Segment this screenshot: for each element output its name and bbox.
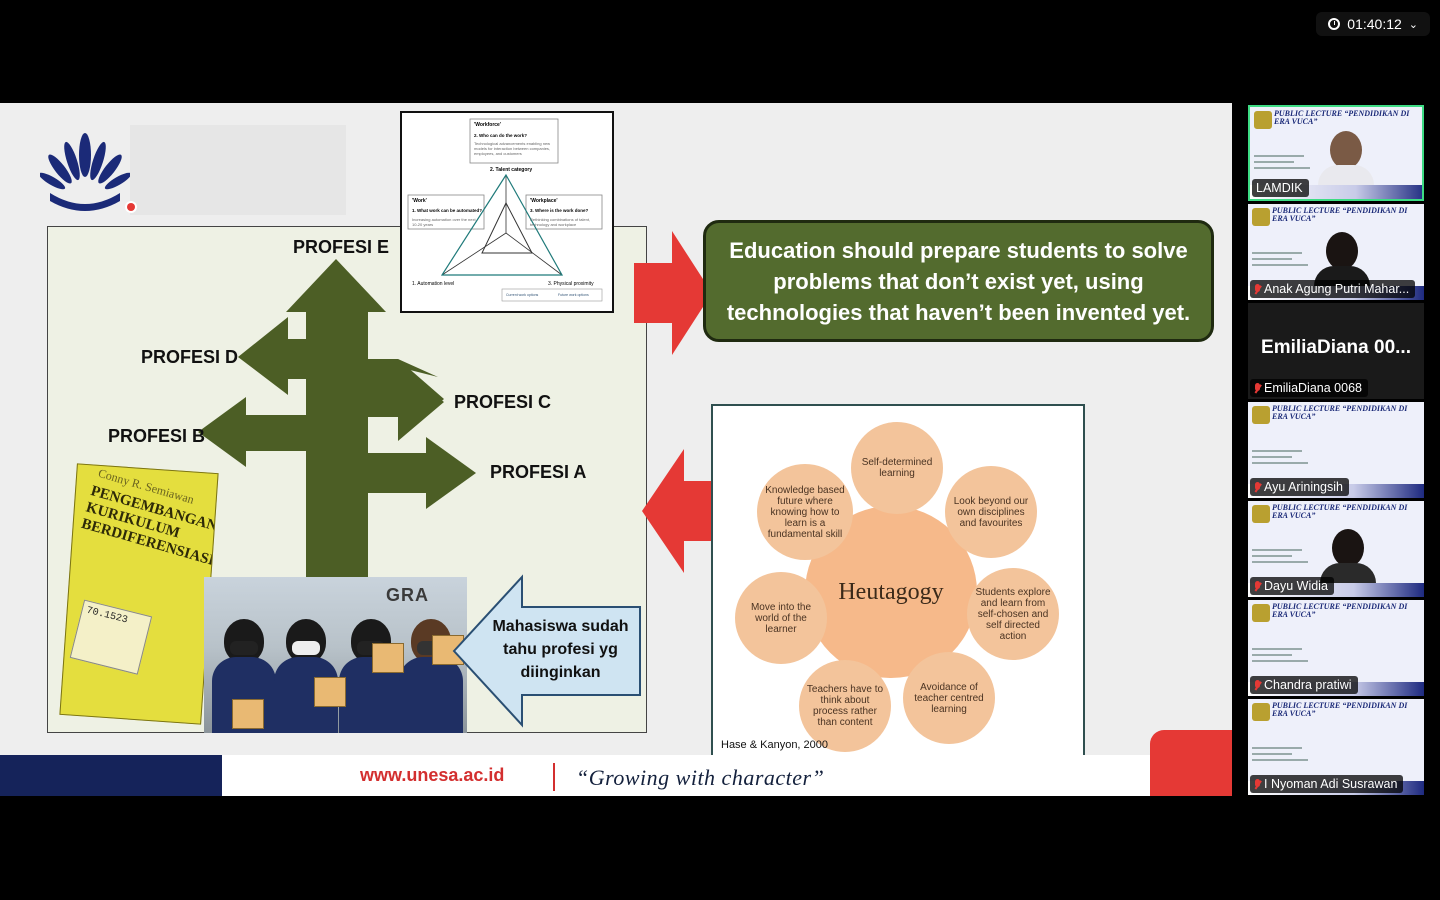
pointer-dot [127, 203, 135, 211]
event-banner-text: PUBLIC LECTURE “PENDIDIKAN DI ERA VUCA” [1272, 206, 1408, 223]
banner-details [1252, 743, 1312, 765]
workforce-question: 2. Who can do the work? [474, 133, 528, 138]
work-title: 'Work' [412, 198, 427, 204]
label-profesi-a: PROFESI A [490, 462, 587, 482]
heutagogy-item: Move into the world of the learner [735, 572, 827, 664]
participant-tile-lamdik[interactable]: PUBLIC LECTURE “PENDIDIKAN DI ERA VUCA” … [1248, 105, 1424, 201]
banner-details [1254, 151, 1314, 173]
label-profesi-e: PROFESI E [293, 237, 390, 257]
book-cover-image: Conny R. Semiawan PENGEMBANGAN KURIKULUM… [59, 463, 219, 725]
participant-tile-emiliadiana[interactable]: EmiliaDiana 00... EmiliaDiana 0068 [1248, 303, 1424, 399]
event-banner-text: PUBLIC LECTURE “PENDIDIKAN DI ERA VUCA” [1272, 602, 1408, 619]
label-profesi-d: PROFESI D [141, 347, 239, 367]
mic-off-icon [1254, 679, 1261, 691]
heutagogy-item: Self-determined learning [851, 422, 943, 514]
participant-gallery: PUBLIC LECTURE “PENDIDIKAN DI ERA VUCA” … [1248, 105, 1424, 798]
held-book [232, 699, 264, 729]
participant-name: I Nyoman Adi Susrawan [1250, 775, 1404, 793]
footer-divider [553, 763, 555, 791]
slide-footer-accent [1150, 730, 1232, 796]
slide-blank-area [130, 125, 346, 215]
banner-details [1252, 644, 1312, 666]
event-logo [1252, 703, 1270, 721]
workplace-desc: Rethinking combinations of talent, techn… [530, 217, 591, 227]
axis-automation-label: 1. Automation level [412, 281, 455, 287]
photo-sign: GRA [386, 585, 429, 605]
students-photo: GRA [204, 577, 467, 733]
participant-tile-ayu[interactable]: PUBLIC LECTURE “PENDIDIKAN DI ERA VUCA” … [1248, 402, 1424, 498]
blue-left-arrow [452, 574, 641, 728]
talent-triangle-chart: 'Workforce' 2. Who can do the work? Tech… [400, 111, 614, 313]
banner-details [1252, 248, 1312, 270]
workplace-title: 'Workplace' [530, 198, 558, 204]
event-logo [1252, 208, 1270, 226]
shared-screen-slide: PROFESI E PROFESI D PROFESI C PROFESI B … [0, 103, 1232, 796]
participant-tile-nyoman[interactable]: PUBLIC LECTURE “PENDIDIKAN DI ERA VUCA” … [1248, 699, 1424, 795]
timer-value: 01:40:12 [1347, 16, 1402, 32]
mic-off-icon [1254, 283, 1261, 295]
education-quote: Education should prepare students to sol… [703, 220, 1214, 342]
banner-details [1252, 446, 1312, 468]
event-banner-text: PUBLIC LECTURE “PENDIDIKAN DI ERA VUCA” [1272, 404, 1408, 421]
red-right-arrow [634, 231, 712, 355]
legend-future: Future work options [558, 293, 589, 297]
participant-name: EmiliaDiana 0068 [1250, 379, 1368, 397]
workforce-desc: Technological advancements enabling new … [474, 141, 551, 156]
participant-name: LAMDIK [1252, 179, 1309, 197]
legend-current: Current work options [506, 293, 539, 297]
slide-footer-white [222, 755, 1150, 796]
heutagogy-item: Knowledge based future where knowing how… [757, 464, 853, 560]
participant-tile-dayu[interactable]: PUBLIC LECTURE “PENDIDIKAN DI ERA VUCA” … [1248, 501, 1424, 597]
university-logo [40, 133, 130, 211]
footer-url: www.unesa.ac.id [360, 765, 505, 785]
library-sticker: 70.1523 [69, 599, 153, 675]
event-logo [1252, 505, 1270, 523]
meeting-timer[interactable]: 01:40:12 ⌄ [1316, 12, 1430, 36]
photo-person [274, 619, 338, 733]
event-logo [1252, 604, 1270, 622]
event-banner-text: PUBLIC LECTURE “PENDIDIKAN DI ERA VUCA” [1272, 701, 1408, 718]
event-logo [1252, 406, 1270, 424]
participant-name: Dayu Widia [1250, 577, 1334, 595]
participant-tile-chandra[interactable]: PUBLIC LECTURE “PENDIDIKAN DI ERA VUCA” … [1248, 600, 1424, 696]
heutagogy-diagram: Heutagogy Self-determined learning Look … [711, 404, 1085, 758]
chevron-down-icon: ⌄ [1408, 18, 1418, 31]
participant-tile-anak-agung[interactable]: PUBLIC LECTURE “PENDIDIKAN DI ERA VUCA” … [1248, 204, 1424, 300]
heutagogy-item: Teachers have to think about process rat… [799, 660, 891, 752]
heutagogy-citation: Hase & Kanyon, 2000 [721, 739, 829, 751]
held-book [314, 677, 346, 707]
heutagogy-item: Look beyond our own disciplines and favo… [945, 466, 1037, 558]
clock-icon [1328, 18, 1341, 30]
participant-name: Ayu Ariningsih [1250, 478, 1349, 496]
event-logo [1254, 111, 1272, 129]
mic-off-icon [1254, 580, 1261, 592]
event-banner-text: PUBLIC LECTURE “PENDIDIKAN DI ERA VUCA” [1274, 109, 1410, 126]
photo-person [339, 619, 403, 733]
heutagogy-item: Avoidance of teacher centred learning [903, 652, 995, 744]
talent-category-label: 2. Talent category [490, 167, 533, 173]
footer-tagline: “Growing with character” [576, 765, 825, 790]
work-question: 1. What work can be automated? [412, 208, 483, 213]
student-note: Mahasiswa sudah tahu profesi yg diingink… [492, 618, 629, 681]
label-profesi-c: PROFESI C [454, 392, 552, 412]
heutagogy-item: Students explore and learn from self-cho… [967, 568, 1059, 660]
event-banner-text: PUBLIC LECTURE “PENDIDIKAN DI ERA VUCA” [1272, 503, 1408, 520]
workforce-title: 'Workforce' [474, 122, 502, 128]
mic-off-icon [1254, 382, 1261, 394]
participant-name: Anak Agung Putri Mahar... [1250, 280, 1416, 298]
axis-proximity-label: 3. Physical proximity [548, 281, 594, 287]
red-left-arrow [642, 449, 726, 573]
label-profesi-b: PROFESI B [108, 426, 206, 446]
mic-off-icon [1254, 481, 1261, 493]
work-desc: Increasing automation over the next 10-2… [412, 217, 476, 227]
workplace-question: 3. Where is the work done? [530, 208, 589, 213]
mic-off-icon [1254, 778, 1261, 790]
participant-placeholder-name: EmiliaDiana 00... [1261, 337, 1411, 358]
participant-name: Chandra pratiwi [1250, 676, 1358, 694]
held-book [372, 643, 404, 673]
banner-details [1252, 545, 1312, 567]
